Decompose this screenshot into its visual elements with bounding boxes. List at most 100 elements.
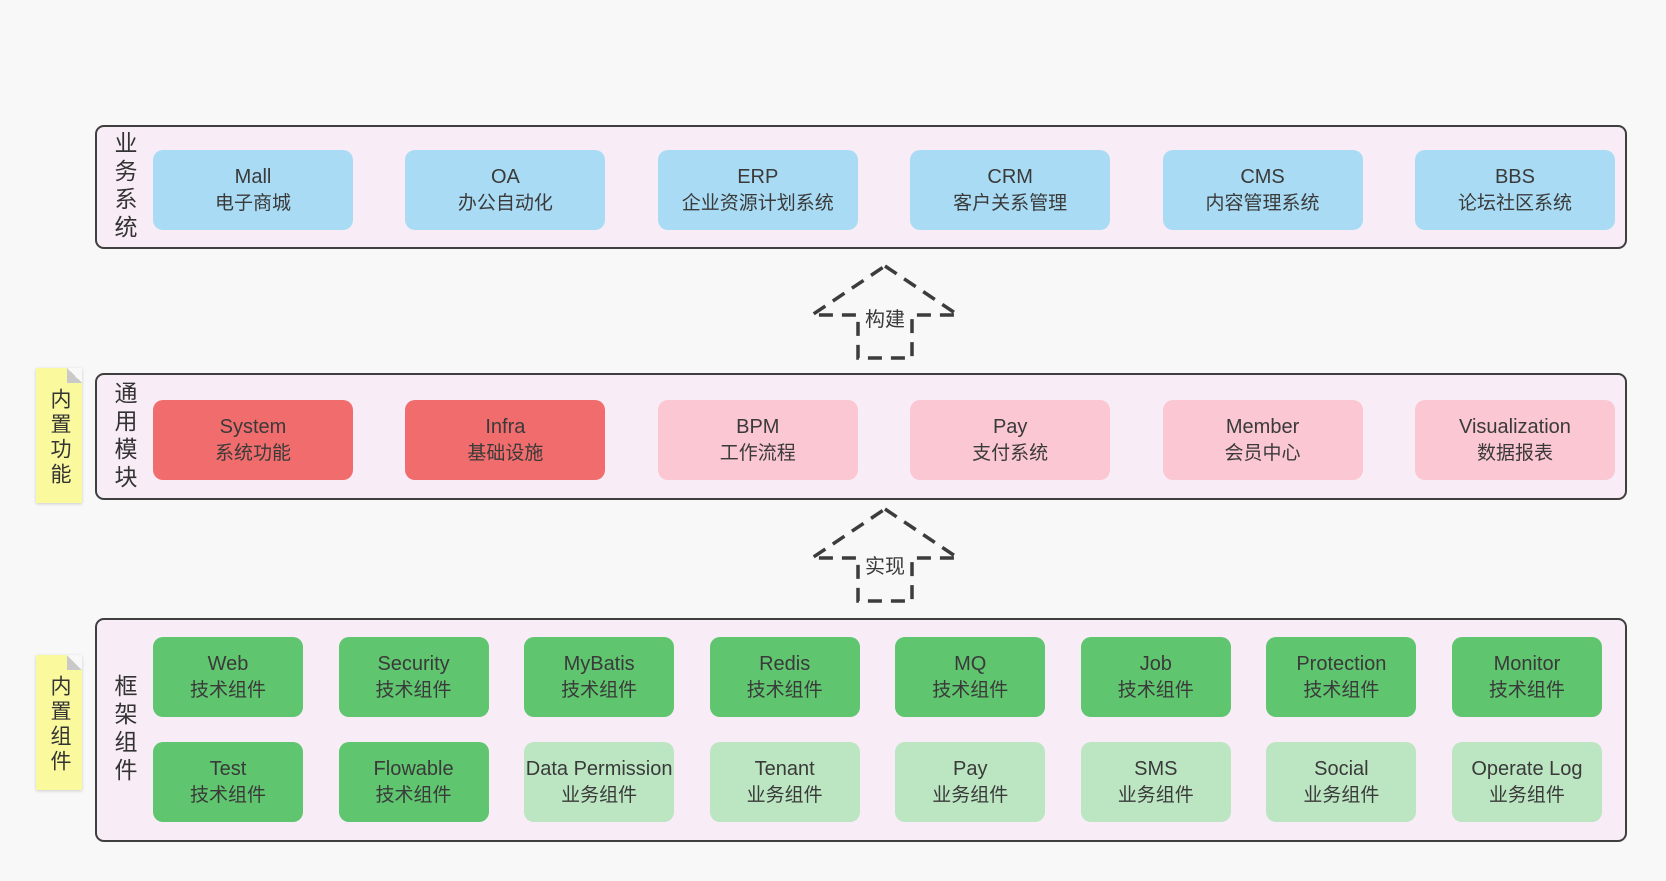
module-card-pay: Pay 支付系统 [910,400,1111,480]
layer-business-systems: 业务系统 Mall 电子商城 OA 办公自动化 ERP 企业资源计划系统 CRM… [95,125,1627,249]
component-card-test: Test 技术组件 [153,742,303,822]
business-card-cms: CMS 内容管理系统 [1162,150,1363,230]
card-title: Social [1314,757,1369,780]
card-title: MyBatis [563,652,635,675]
card-subtitle: 工作流程 [719,442,796,464]
arrow-up-build-icon [806,263,964,360]
business-card-mall: Mall 电子商城 [153,150,353,230]
module-card-system: System 系统功能 [153,400,353,480]
card-subtitle: 基础设施 [467,442,544,464]
component-card-social: Social 业务组件 [1266,742,1417,822]
card-title: MQ [954,652,987,675]
card-subtitle: 系统功能 [214,442,291,464]
card-title: Tenant [754,757,815,780]
business-card-oa: OA 办公自动化 [405,150,606,230]
component-card-data-permission: Data Permission 业务组件 [524,742,675,822]
card-subtitle: 技术组件 [189,784,266,806]
card-title: Job [1139,652,1172,675]
arrow-build-label: 构建 [861,301,909,334]
note-fold-corner-icon [67,655,82,670]
component-card-operate-log: Operate Log 业务组件 [1451,742,1602,822]
card-title: Redis [759,652,811,675]
card-subtitle: 支付系统 [972,442,1049,464]
layer-label-business: 业务系统 [111,131,137,243]
sticky-note-built-in-components: 内置组件 [36,655,82,790]
card-title: Security [377,652,450,675]
module-card-bpm: BPM 工作流程 [657,400,858,480]
note-text: 内置组件 [48,675,71,776]
layer-label-components: 框架组件 [111,674,137,786]
module-card-member: Member 会员中心 [1162,400,1363,480]
note-text: 内置功能 [48,388,71,489]
layer-common-modules: 通用模块 System 系统功能 Infra 基础设施 BPM 工作流程 Pay… [95,373,1627,500]
arrow-up-implement-icon [806,506,964,603]
card-title: Protection [1296,652,1387,675]
card-title: Pay [992,415,1028,438]
business-card-row: Mall 电子商城 OA 办公自动化 ERP 企业资源计划系统 CRM 客户关系… [153,150,1615,230]
component-card-flowable: Flowable 技术组件 [338,742,489,822]
card-title: Mall [234,165,272,188]
card-title: Monitor [1493,652,1561,675]
card-title: Data Permission [525,757,673,780]
business-card-bbs: BBS 论坛社区系统 [1414,150,1615,230]
component-card-row-2: Test 技术组件 Flowable 技术组件 Data Permission … [153,742,1602,822]
card-subtitle: 企业资源计划系统 [681,192,834,214]
card-subtitle: 技术组件 [561,679,638,701]
card-subtitle: 办公自动化 [457,192,553,214]
card-title: Operate Log [1471,757,1583,780]
arrow-implement-label: 实现 [861,548,909,581]
component-card-web: Web 技术组件 [153,637,303,717]
module-card-infra: Infra 基础设施 [405,400,606,480]
component-card-security: Security 技术组件 [338,637,489,717]
component-card-job: Job 技术组件 [1080,637,1231,717]
card-subtitle: 技术组件 [932,679,1009,701]
card-title: BBS [1494,165,1535,188]
card-subtitle: 技术组件 [746,679,823,701]
card-subtitle: 业务组件 [932,784,1009,806]
component-card-tenant: Tenant 业务组件 [709,742,860,822]
component-card-mybatis: MyBatis 技术组件 [524,637,675,717]
module-card-visualization: Visualization 数据报表 [1414,400,1615,480]
card-subtitle: 内容管理系统 [1205,192,1320,214]
card-title: Flowable [373,757,454,780]
card-title: Member [1225,415,1300,438]
card-title: CMS [1240,165,1285,188]
card-subtitle: 论坛社区系统 [1457,192,1572,214]
card-subtitle: 业务组件 [1303,784,1380,806]
arrow-build-label-wrap: 构建 [804,301,966,334]
card-title: Infra [485,415,526,438]
module-card-row: System 系统功能 Infra 基础设施 BPM 工作流程 Pay 支付系统… [153,400,1615,480]
card-subtitle: 技术组件 [375,679,452,701]
card-title: BPM [736,415,780,438]
card-subtitle: 技术组件 [1117,679,1194,701]
card-subtitle: 技术组件 [1303,679,1380,701]
card-subtitle: 业务组件 [1117,784,1194,806]
card-subtitle: 电子商城 [214,192,291,214]
card-title: Test [209,757,247,780]
card-title: Web [207,652,249,675]
component-card-sms: SMS 业务组件 [1080,742,1231,822]
card-title: Pay [953,757,988,780]
business-card-crm: CRM 客户关系管理 [910,150,1111,230]
component-card-pay: Pay 业务组件 [895,742,1046,822]
component-card-mq: MQ 技术组件 [895,637,1046,717]
card-subtitle: 业务组件 [561,784,638,806]
card-title: OA [490,165,520,188]
layer-framework-components: 框架组件 Web 技术组件 Security 技术组件 MyBatis 技术组件… [95,618,1627,842]
card-subtitle: 业务组件 [1488,784,1565,806]
arrow-implement-label-wrap: 实现 [804,548,966,581]
card-title: ERP [737,165,779,188]
component-card-protection: Protection 技术组件 [1266,637,1417,717]
business-card-erp: ERP 企业资源计划系统 [657,150,858,230]
card-title: SMS [1134,757,1178,780]
card-title: System [219,415,287,438]
card-subtitle: 技术组件 [1488,679,1565,701]
card-subtitle: 会员中心 [1224,442,1301,464]
card-title: Visualization [1458,415,1571,438]
sticky-note-built-in-features: 内置功能 [36,368,82,503]
component-card-monitor: Monitor 技术组件 [1451,637,1602,717]
component-card-row-1: Web 技术组件 Security 技术组件 MyBatis 技术组件 Redi… [153,637,1602,717]
note-fold-corner-icon [67,368,82,383]
card-title: CRM [987,165,1033,188]
card-subtitle: 客户关系管理 [953,192,1068,214]
